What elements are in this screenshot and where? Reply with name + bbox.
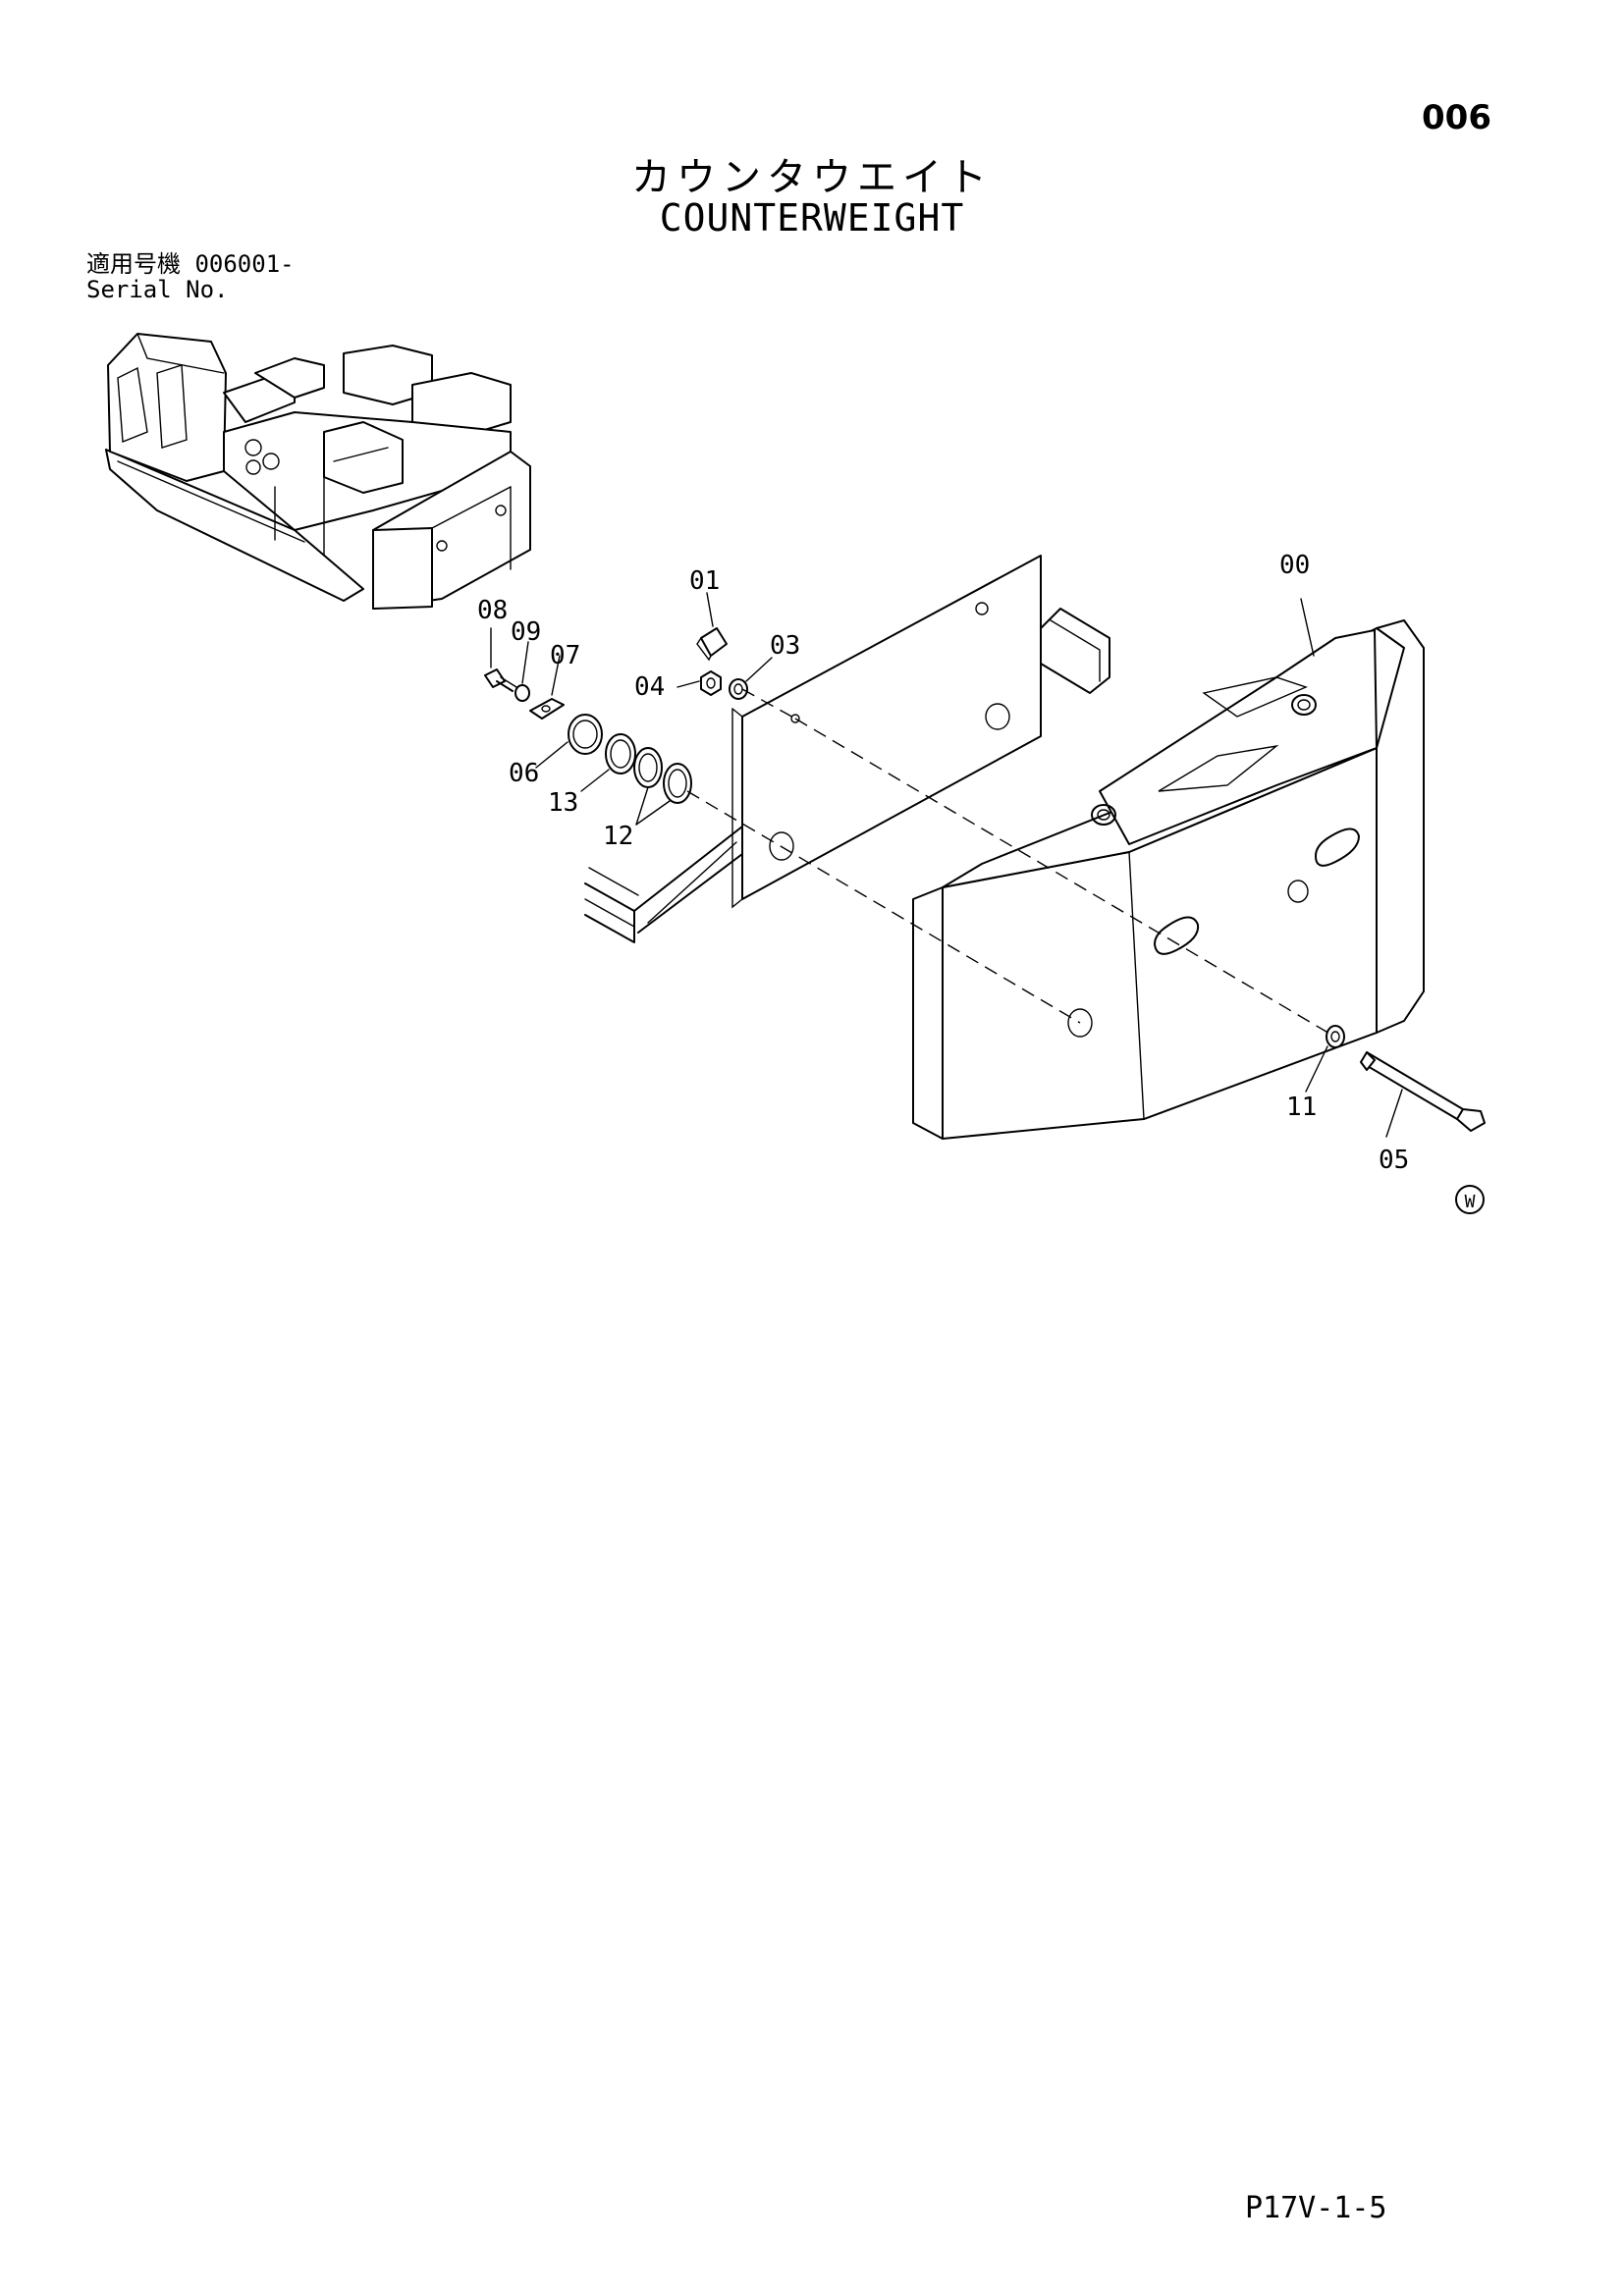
page-number: 006 [1422,98,1491,137]
serial-value: 006001- [194,250,295,278]
part-07-plate [529,698,565,720]
part-13-shim [605,733,636,774]
alignment-dash-lines [686,688,1332,1036]
serial-number-block: 適用号機 006001- Serial No. [86,251,295,302]
callout-04: 04 [634,672,665,702]
part-08-bolt [484,668,517,692]
callout-03: 03 [770,631,800,661]
page-title-japanese: カウンタウエイト [631,155,993,200]
callout-08: 08 [477,596,508,625]
part-00-counterweight [912,619,1425,1140]
page-title-english: COUNTERWEIGHT [659,196,965,240]
leader-lines [490,592,1403,1138]
hardware-parts-cluster [484,627,748,804]
part-05-bolt [1360,1051,1486,1132]
part-01-clip [696,627,728,662]
callout-01: 01 [689,566,720,596]
callout-09: 09 [511,617,541,647]
callout-00: 00 [1279,551,1310,580]
part-09-washer [514,684,530,702]
callout-12: 12 [603,822,633,851]
callout-07: 07 [550,641,580,670]
excavator-overview-illustration [105,333,531,610]
callout-11: 11 [1286,1093,1317,1122]
serial-label-en: Serial No. [86,276,229,303]
callout-labels: 00 01 03 04 05 06 07 08 09 11 12 13 [477,551,1409,1175]
part-04-nut [700,670,722,696]
w-circle-mark: W [1455,1185,1485,1214]
callout-13: 13 [548,788,578,818]
part-03-washer [729,678,748,700]
serial-label-jp: 適用号機 [86,250,181,278]
frame-bracket-plate [584,555,1110,943]
callout-05: 05 [1379,1146,1409,1175]
part-11-washer [1326,1025,1345,1048]
callout-06: 06 [509,759,539,788]
part-06-shim [568,714,603,755]
serial-row-jp: 適用号機 006001- [86,251,295,277]
document-code: P17V-1-5 [1245,2191,1387,2225]
w-mark-letter: W [1465,1192,1476,1212]
part-12-shims [633,747,692,804]
